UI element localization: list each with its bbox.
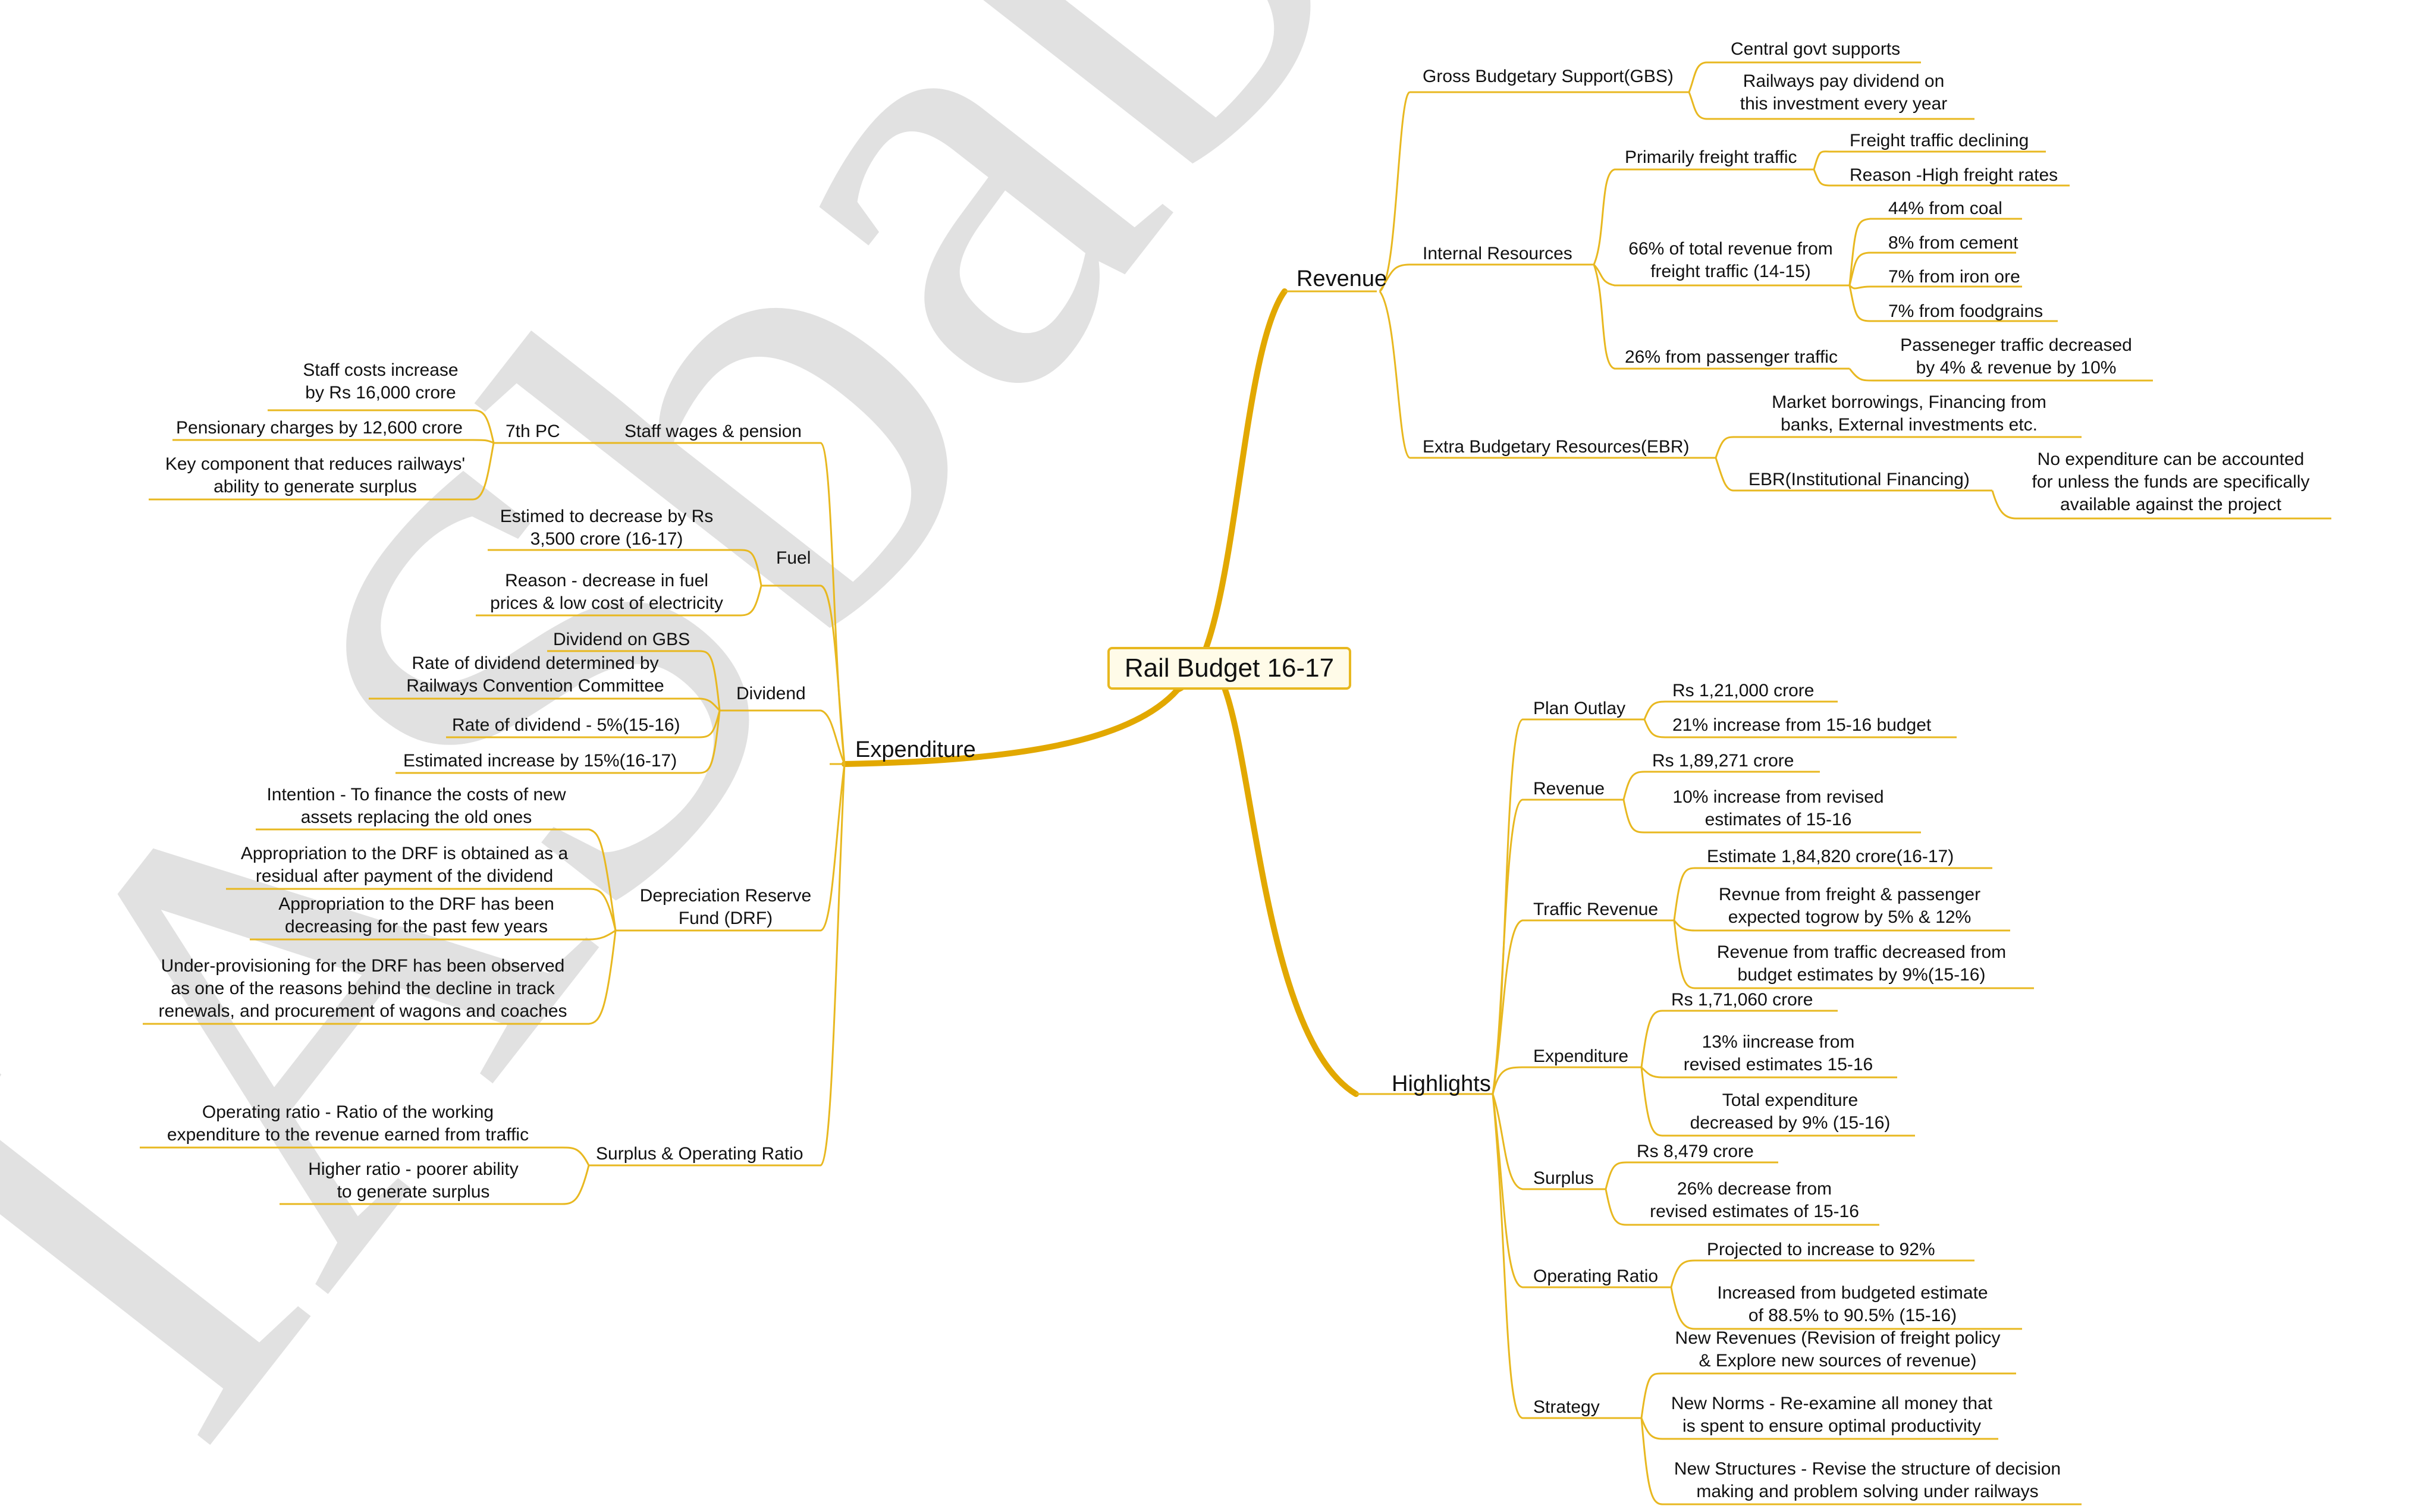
node-pc-item[interactable]: Key component that reduces railways' abi… <box>165 454 466 496</box>
node-traffic-item[interactable]: Estimate 1,84,820 crore(16-17) <box>1707 847 1954 866</box>
node-or-item[interactable]: Increased from budgeted estimate of 88.5… <box>1717 1283 1988 1325</box>
node-hl-revenue[interactable]: Revenue <box>1533 779 1605 799</box>
node-7th-pc[interactable]: 7th PC <box>506 422 560 441</box>
node-strategy-item[interactable]: New Revenues (Revision of freight policy… <box>1675 1328 2001 1370</box>
node-pc-item[interactable]: Staff costs increase by Rs 16,000 crore <box>303 360 459 403</box>
node-gbs[interactable]: Gross Budgetary Support(GBS) <box>1423 67 1674 86</box>
node-ebr-institutional[interactable]: EBR(Institutional Financing) <box>1748 470 1970 489</box>
node-dividend-item[interactable]: Rate of dividend determined by Railways … <box>406 653 664 696</box>
node-operating-ratio[interactable]: Operating Ratio <box>1533 1266 1659 1286</box>
node-fuel-item[interactable]: Reason - decrease in fuel prices & low c… <box>490 571 723 613</box>
node-strategy[interactable]: Strategy <box>1533 1397 1600 1417</box>
node-surplus-operating[interactable]: Surplus & Operating Ratio <box>596 1144 803 1164</box>
node-passenger[interactable]: 26% from passenger traffic <box>1625 347 1838 367</box>
node-surplus-item[interactable]: Higher ratio - poorer ability to generat… <box>308 1159 519 1202</box>
node-fuel-item[interactable]: Estimed to decrease by Rs 3,500 crore (1… <box>500 507 714 549</box>
node-plan-item[interactable]: Rs 1,21,000 crore <box>1672 681 1815 700</box>
node-plan-item[interactable]: 21% increase from 15-16 budget <box>1672 715 1932 735</box>
node-traffic-revenue[interactable]: Traffic Revenue <box>1533 900 1659 919</box>
node-fuel[interactable]: Fuel <box>776 548 811 568</box>
node-expenditure[interactable]: Expenditure <box>855 737 976 762</box>
node-staff-wages[interactable]: Staff wages & pension <box>624 422 802 441</box>
node-hl-expenditure[interactable]: Expenditure <box>1533 1046 1629 1066</box>
node-hl-exp-item[interactable]: Rs 1,71,060 crore <box>1671 990 1813 1010</box>
node-ebr-inst-item[interactable]: No expenditure can be accounted for unle… <box>2032 449 2310 514</box>
node-pc-item[interactable]: Pensionary charges by 12,600 crore <box>176 418 463 438</box>
node-hl-revenue-item[interactable]: Rs 1,89,271 crore <box>1652 751 1794 771</box>
node-dividend-item[interactable]: Estimated increase by 15%(16-17) <box>403 751 677 771</box>
node-drf-item[interactable]: Appropriation to the DRF has been decrea… <box>278 894 554 936</box>
node-hl-surplus-item[interactable]: 26% decrease from revised estimates of 1… <box>1650 1179 1859 1221</box>
node-gbs-item[interactable]: Central govt supports <box>1731 39 1901 59</box>
node-share-item[interactable]: 7% from iron ore <box>1888 267 2020 287</box>
node-drf-item[interactable]: Under-provisioning for the DRF has been … <box>158 956 567 1021</box>
node-hl-exp-item[interactable]: Total expenditure decreased by 9% (15-16… <box>1690 1090 1891 1133</box>
root-node[interactable]: Rail Budget 16-17 <box>1107 647 1351 690</box>
node-primarily-freight[interactable]: Primarily freight traffic <box>1625 147 1797 167</box>
node-dividend-item[interactable]: Dividend on GBS <box>553 630 690 649</box>
node-freight-item[interactable]: Freight traffic declining <box>1850 131 2029 150</box>
node-dividend[interactable]: Dividend <box>736 684 806 703</box>
node-share-item[interactable]: 7% from foodgrains <box>1888 301 2043 321</box>
node-revenue[interactable]: Revenue <box>1297 266 1387 291</box>
node-or-item[interactable]: Projected to increase to 92% <box>1707 1240 1935 1259</box>
node-strategy-item[interactable]: New Norms - Re-examine all money that is… <box>1671 1394 1993 1436</box>
node-strategy-item[interactable]: New Structures - Revise the structure of… <box>1674 1459 2061 1501</box>
node-hl-exp-item[interactable]: 13% iincrease from revised estimates 15-… <box>1683 1032 1873 1074</box>
node-surplus-item[interactable]: Operating ratio - Ratio of the working e… <box>167 1102 529 1145</box>
node-plan-outlay[interactable]: Plan Outlay <box>1533 699 1626 718</box>
node-drf-item[interactable]: Appropriation to the DRF is obtained as … <box>240 844 569 886</box>
node-dividend-item[interactable]: Rate of dividend - 5%(15-16) <box>452 715 680 735</box>
node-share-item[interactable]: 8% from cement <box>1888 233 2019 253</box>
node-ebr[interactable]: Extra Budgetary Resources(EBR) <box>1423 437 1690 457</box>
node-freight-item[interactable]: Reason -High freight rates <box>1850 165 2058 185</box>
node-drf-item[interactable]: Intention - To finance the costs of new … <box>266 785 566 827</box>
node-ebr-item[interactable]: Market borrowings, Financing from banks,… <box>1772 392 2046 435</box>
node-freight-share[interactable]: 66% of total revenue from freight traffi… <box>1628 239 1833 281</box>
node-hl-revenue-item[interactable]: 10% increase from revised estimates of 1… <box>1672 787 1884 829</box>
node-internal-resources[interactable]: Internal Resources <box>1423 244 1572 263</box>
node-gbs-item[interactable]: Railways pay dividend on this investment… <box>1740 71 1948 114</box>
node-drf[interactable]: Depreciation Reserve Fund (DRF) <box>639 886 812 928</box>
node-traffic-item[interactable]: Revenue from traffic decreased from budg… <box>1716 942 2007 985</box>
node-hl-surplus-item[interactable]: Rs 8,479 crore <box>1637 1142 1754 1161</box>
node-share-item[interactable]: 44% from coal <box>1888 199 2002 218</box>
node-traffic-item[interactable]: Revnue from freight & passenger expected… <box>1718 885 1981 927</box>
node-highlights[interactable]: Highlights <box>1392 1071 1491 1096</box>
node-hl-surplus[interactable]: Surplus <box>1533 1168 1594 1188</box>
node-passenger-item[interactable]: Passeneger traffic decreased by 4% & rev… <box>1900 335 2132 378</box>
